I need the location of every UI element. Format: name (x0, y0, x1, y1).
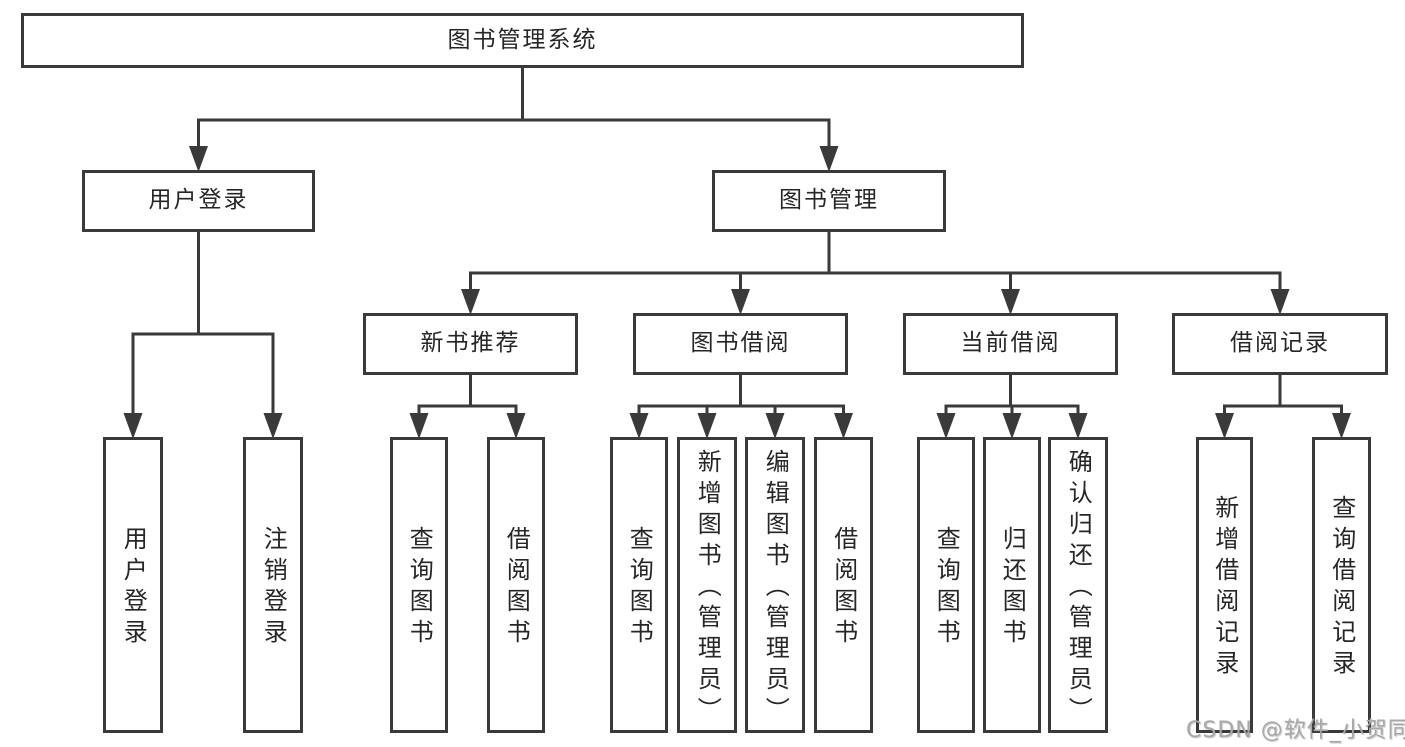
leaf-edit-book-admin: 编辑图书（管理员） (745, 437, 805, 733)
leaf-add-book-admin: 新增图书（管理员） (677, 437, 737, 733)
leaf-return-book: 归还图书 (983, 437, 1041, 733)
csdn-watermark: CSDN @软件_小贺同学 (1186, 718, 1405, 743)
leaf-query-book-borrow: 查询图书 (610, 437, 668, 733)
node-borrow-record: 借阅记录 (1172, 313, 1388, 375)
leaf-add-borrow-record: 新增借阅记录 (1196, 437, 1253, 733)
leaf-borrow-book-recommend: 借阅图书 (487, 437, 545, 733)
node-book-borrow: 图书借阅 (633, 313, 848, 375)
leaf-borrow-book: 借阅图书 (814, 437, 873, 733)
leaf-query-book-recommend: 查询图书 (390, 437, 448, 733)
node-new-book-recommend: 新书推荐 (363, 313, 578, 375)
node-book-management: 图书管理 (712, 170, 946, 232)
node-current-borrow: 当前借阅 (903, 313, 1118, 375)
node-user-login: 用户登录 (82, 170, 315, 232)
leaf-confirm-return-admin: 确认归还（管理员） (1048, 437, 1108, 733)
leaf-query-book-current: 查询图书 (917, 437, 975, 733)
leaf-logout: 注销登录 (243, 437, 303, 733)
node-root-system: 图书管理系统 (21, 13, 1024, 68)
leaf-user-login: 用户登录 (103, 437, 163, 733)
leaf-query-borrow-record: 查询借阅记录 (1312, 437, 1371, 733)
